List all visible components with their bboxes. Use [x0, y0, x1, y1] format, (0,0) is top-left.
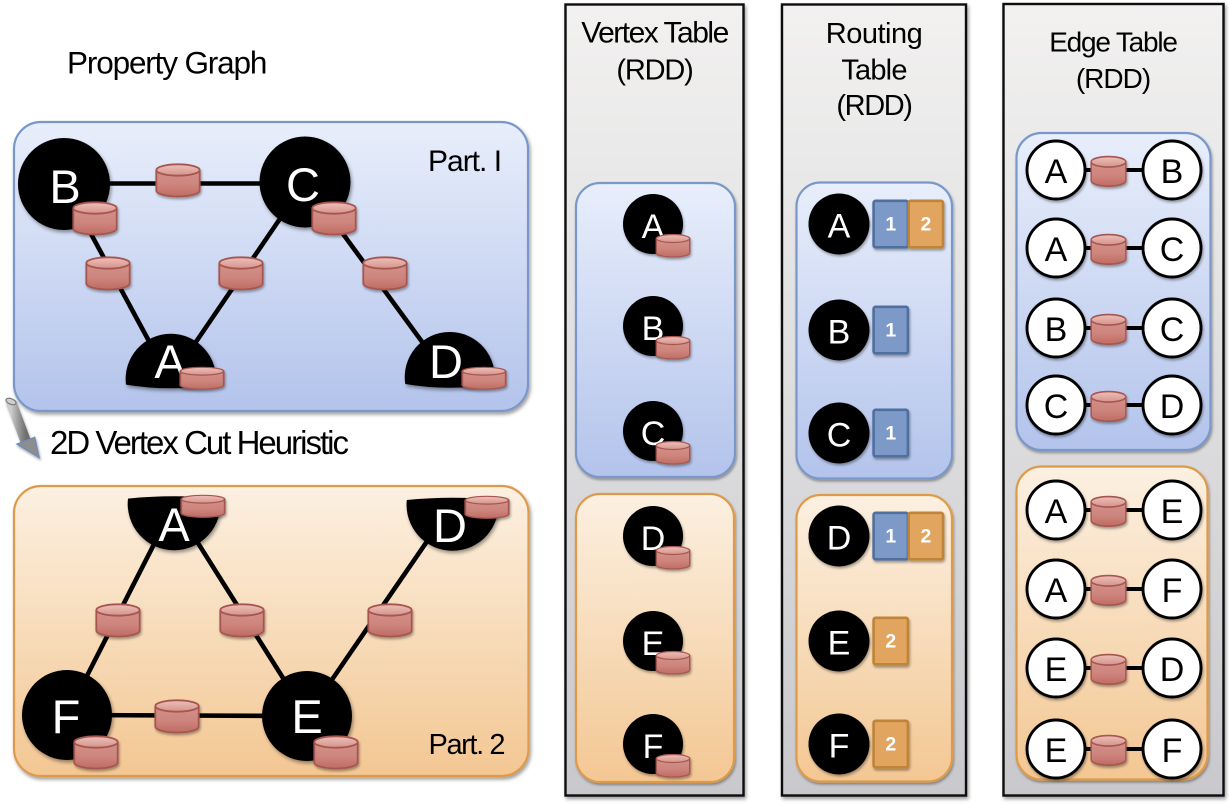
svg-text:D: D	[429, 335, 463, 388]
svg-text:Table: Table	[841, 54, 906, 86]
svg-text:D: D	[1160, 388, 1185, 426]
svg-text:B: B	[1161, 153, 1184, 191]
svg-text:A: A	[1045, 572, 1068, 610]
svg-text:B: B	[49, 160, 80, 213]
svg-text:D: D	[827, 520, 852, 558]
svg-text:E: E	[828, 625, 851, 663]
svg-text:D: D	[433, 499, 467, 552]
svg-text:1: 1	[885, 423, 896, 445]
svg-text:2: 2	[885, 734, 896, 756]
svg-text:Edge Table: Edge Table	[1049, 27, 1177, 58]
svg-text:D: D	[1160, 651, 1185, 689]
svg-text:C: C	[1044, 388, 1069, 426]
svg-text:C: C	[1160, 231, 1185, 269]
svg-text:(RDD): (RDD)	[1076, 63, 1150, 94]
svg-text:Property Graph: Property Graph	[67, 45, 266, 81]
svg-text:Vertex Table: Vertex Table	[581, 17, 728, 50]
svg-text:A: A	[1045, 231, 1068, 269]
svg-text:(RDD): (RDD)	[616, 55, 692, 87]
svg-text:B: B	[828, 314, 851, 352]
svg-text:F: F	[1162, 732, 1183, 770]
svg-text:C: C	[827, 417, 852, 455]
svg-text:2: 2	[920, 526, 931, 548]
svg-text:C: C	[286, 158, 320, 211]
svg-text:E: E	[1045, 651, 1068, 689]
svg-text:E: E	[291, 690, 322, 743]
svg-text:Part. I: Part. I	[428, 145, 501, 178]
svg-text:2D Vertex Cut Heuristic: 2D Vertex Cut Heuristic	[50, 424, 348, 461]
svg-text:1: 1	[885, 320, 896, 342]
svg-text:1: 1	[885, 214, 896, 236]
svg-text:A: A	[1045, 493, 1068, 531]
svg-text:2: 2	[920, 214, 931, 236]
svg-text:Routing: Routing	[826, 18, 922, 50]
svg-text:E: E	[1045, 732, 1068, 770]
svg-text:F: F	[1162, 572, 1183, 610]
svg-text:A: A	[1045, 153, 1068, 191]
svg-text:A: A	[828, 208, 851, 246]
svg-text:C: C	[1160, 311, 1185, 349]
svg-text:B: B	[1045, 311, 1068, 349]
svg-text:Part. 2: Part. 2	[429, 729, 505, 761]
svg-text:F: F	[52, 690, 81, 743]
svg-text:2: 2	[885, 631, 896, 653]
svg-text:F: F	[829, 728, 850, 766]
svg-text:E: E	[1161, 493, 1184, 531]
svg-text:(RDD): (RDD)	[836, 90, 911, 122]
svg-text:1: 1	[885, 526, 896, 548]
